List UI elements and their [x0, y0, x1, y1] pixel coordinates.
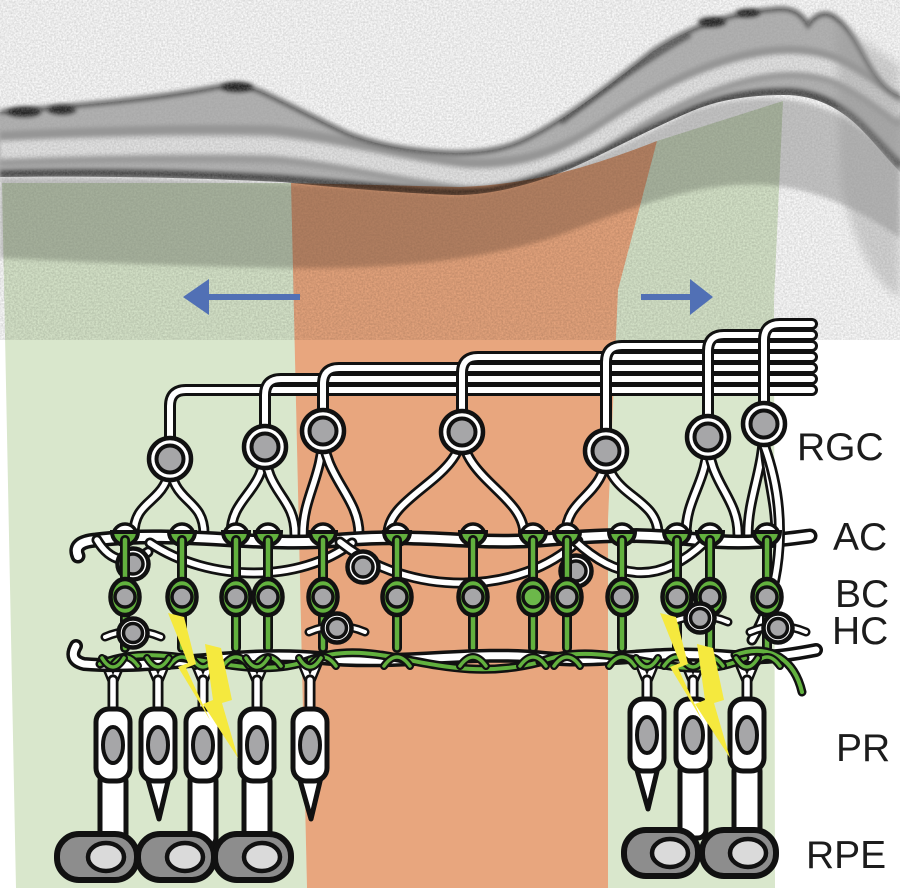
rpe-cells — [54, 827, 779, 883]
horizontal-cell — [304, 611, 370, 645]
rgc-cell — [241, 423, 289, 471]
rpe-cell — [621, 827, 701, 879]
bipolar-cell — [605, 522, 639, 653]
bipolar-cell — [456, 522, 490, 653]
layer-label-hc: HC — [832, 610, 889, 653]
amacrine-cell — [345, 549, 381, 585]
rgc-somas — [146, 400, 788, 483]
layer-label-pr: PR — [836, 727, 891, 770]
rgc-cell — [146, 435, 194, 483]
bipolar-cells — [108, 522, 784, 653]
photoreceptor-rod — [727, 655, 767, 841]
bipolar-cell — [516, 522, 550, 653]
lightning-bolt-left — [168, 613, 238, 758]
bipolar-cell — [750, 522, 784, 653]
layer-label-rpe: RPE — [806, 834, 887, 877]
expansion-arrow-left — [183, 279, 300, 315]
photoreceptor-rod — [183, 655, 223, 849]
rgc-cell — [299, 407, 347, 455]
rpe-cell — [135, 831, 217, 883]
photoreceptor-cone — [627, 655, 667, 812]
expansion-arrow-right — [641, 279, 713, 315]
photoreceptor-cone — [138, 655, 178, 822]
bipolar-cell — [550, 522, 584, 653]
rgc-cell — [582, 427, 630, 475]
bipolar-cell — [219, 522, 253, 653]
layer-label-bc: BC — [835, 573, 890, 616]
layer-label-rgc: RGC — [797, 426, 884, 469]
horizontal-cell — [745, 611, 811, 645]
rpe-cell — [54, 831, 140, 883]
bipolar-cell — [251, 522, 285, 653]
rgc-axon-bundle — [164, 318, 818, 465]
lightning-bolt-right — [660, 613, 730, 758]
photoreceptor-rod — [673, 655, 713, 841]
degeneration-region-overlay — [291, 141, 657, 888]
horizontal-cells — [100, 601, 811, 650]
retina-circuit-schematic — [54, 318, 823, 883]
horizontal-cell — [100, 616, 166, 650]
rgc-cell — [740, 400, 788, 448]
rpe-cell — [699, 827, 779, 879]
rgc-cell — [684, 413, 732, 461]
rgc-cell — [438, 408, 486, 456]
rpe-cell — [212, 831, 294, 883]
stress-bolts — [168, 613, 730, 758]
expansion-arrows — [183, 279, 713, 315]
layer-label-ac: AC — [833, 516, 888, 559]
bipolar-cell — [380, 522, 414, 653]
photoreceptors — [93, 655, 767, 849]
